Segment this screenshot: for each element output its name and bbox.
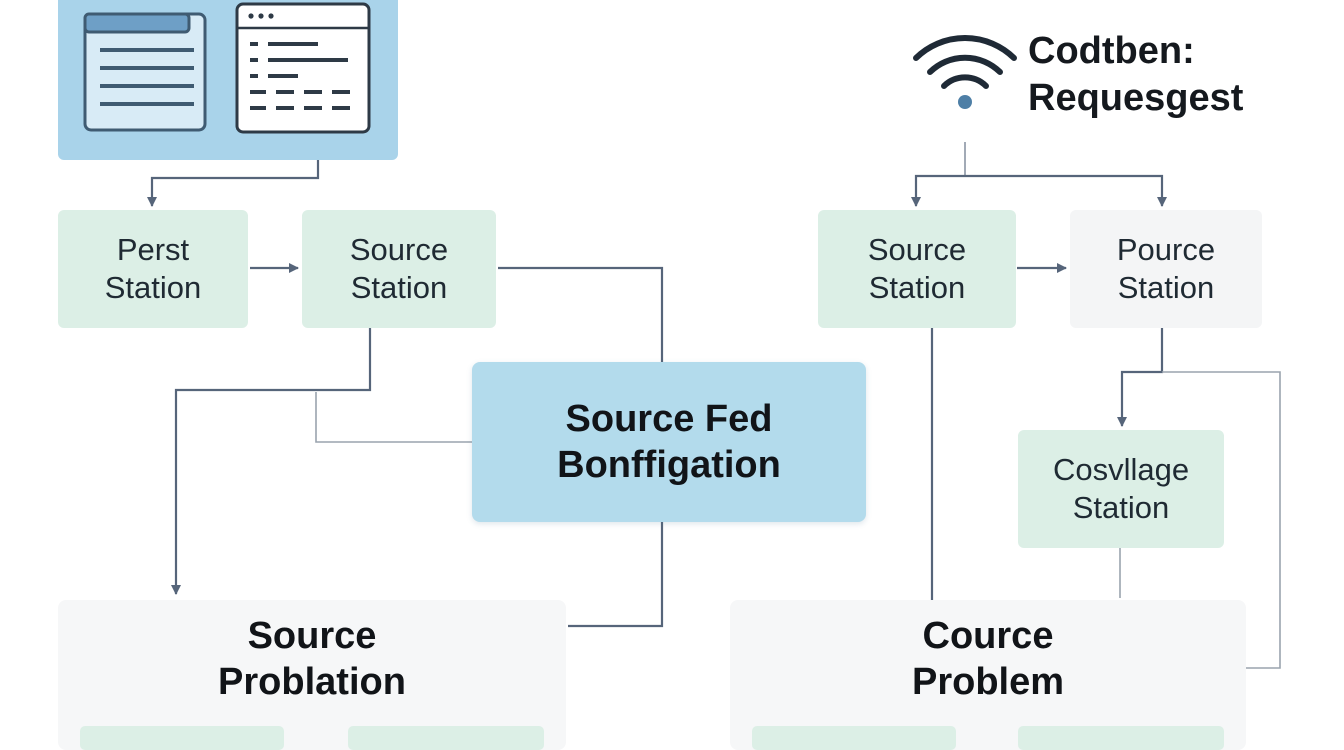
line-center-to-panel [568, 522, 664, 628]
panel-chip [348, 726, 544, 750]
panel-chip [1018, 726, 1224, 750]
node-perst-station[interactable]: Perst Station [58, 210, 248, 328]
node-label-line2: Station [1072, 490, 1170, 525]
node-label-line1: Source Fed [565, 397, 773, 440]
header-title-line2: Requesgest [1028, 77, 1244, 120]
app-windows-illustration [58, 0, 398, 160]
arrow-to-pource [965, 174, 1167, 207]
node-label-line1: Perst [116, 232, 190, 268]
panel-source-problation[interactable]: Source Problation [58, 600, 566, 750]
wifi-icon [913, 34, 1017, 109]
panel-title: Cource Problem [730, 614, 1246, 705]
node-source-station-left[interactable]: Source Station [302, 210, 496, 328]
panel-title-line1: Source [247, 615, 377, 657]
line-outer-loop [1162, 371, 1281, 669]
panel-chip [752, 726, 956, 750]
node-label-line1: Pource [1116, 232, 1216, 268]
panel-cource-problem[interactable]: Cource Problem [730, 600, 1246, 750]
node-cosvllage-station[interactable]: Cosvllage Station [1018, 430, 1224, 548]
document-window-icon [83, 12, 207, 132]
node-label-line1: Cosvllage [1052, 452, 1190, 488]
node-label-line2: Bonffigation [557, 444, 781, 486]
window-icons [83, 2, 371, 134]
arrow-source-to-problation [171, 328, 372, 595]
arrow-to-source-right [911, 174, 965, 207]
line-gray-to-center [315, 392, 472, 443]
panel-title-line1: Cource [922, 615, 1054, 657]
node-label-line2: Station [868, 270, 966, 305]
panel-title-line2: Problem [911, 660, 1065, 703]
node-label-line1: Source [349, 232, 449, 268]
header-title-line1: Codtben: [1028, 30, 1195, 72]
panel-title: Source Problation [58, 614, 566, 705]
panel-title-line2: Problation [218, 660, 406, 703]
node-label-line2: Station [350, 270, 448, 305]
node-source-station-right[interactable]: Source Station [818, 210, 1016, 328]
arrow-pource-to-cosvllage [1117, 328, 1164, 427]
browser-window-icon [235, 2, 371, 134]
line-source-to-center [498, 266, 664, 362]
arrow-header-to-perst [147, 160, 320, 207]
node-label-line2: Station [1117, 270, 1215, 305]
node-source-fed-bonffigation[interactable]: Source Fed Bonffigation [472, 362, 866, 522]
node-pource-station[interactable]: Pource Station [1070, 210, 1262, 328]
node-label-line1: Source [867, 232, 967, 268]
header-title: Codtben: Requesgest [1028, 28, 1243, 122]
panel-chip [80, 726, 284, 750]
node-label-line2: Station [104, 270, 202, 305]
